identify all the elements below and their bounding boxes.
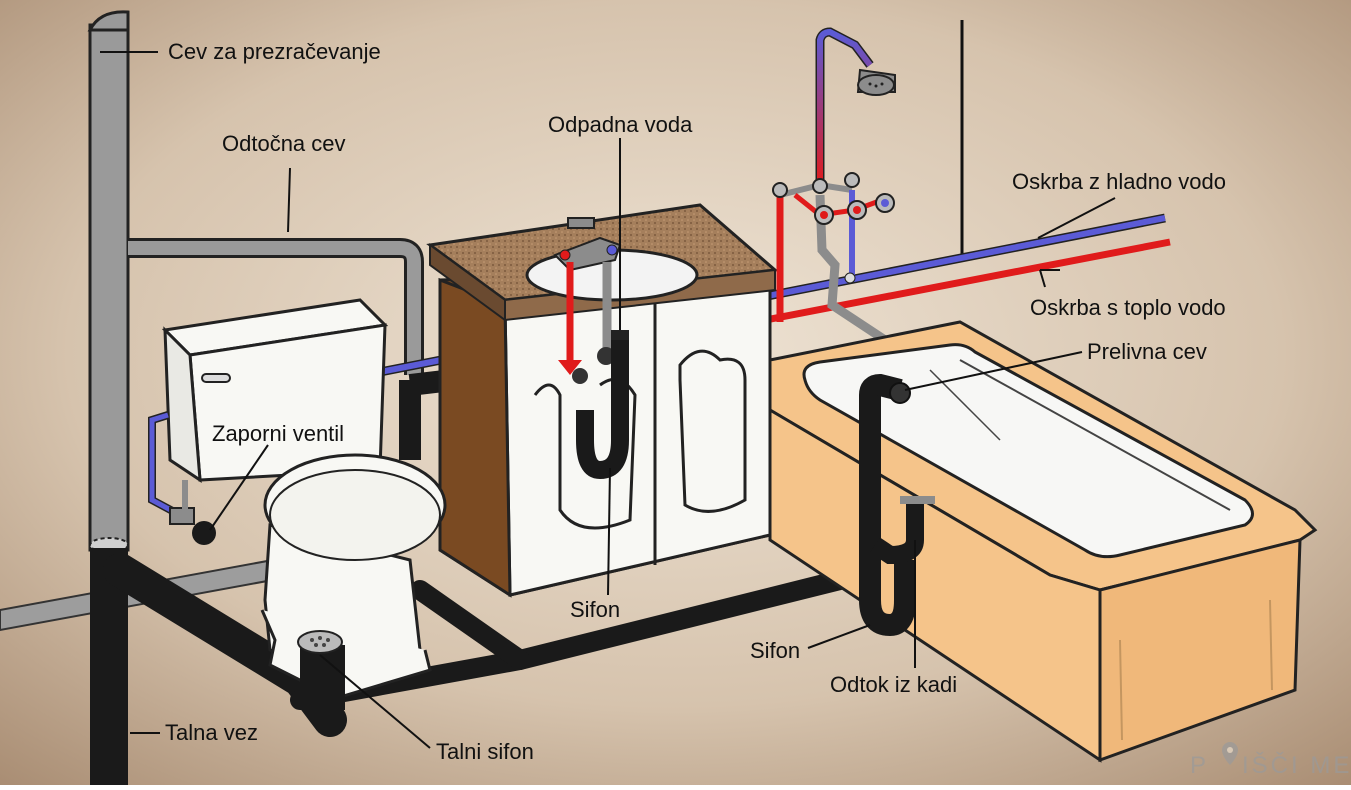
tub-trap: [859, 395, 916, 637]
shower-valve-bar: [779, 181, 853, 198]
bathtub: [768, 320, 1318, 763]
overflow-elbow: [859, 373, 903, 401]
overflow-cap: [889, 382, 911, 404]
watermark: P IŠČI ME: [1190, 742, 1351, 779]
shower-valve-handles: [772, 172, 895, 284]
label-overflow-pipe: Prelivna cev: [1087, 339, 1207, 364]
sink-valve-knob: [597, 347, 615, 365]
label-sink-trap: Sifon: [570, 597, 620, 622]
sink-hot-arrow: [558, 360, 582, 375]
toilet-supply-pipe: [149, 412, 182, 518]
floor-trap: [297, 630, 345, 710]
shower-head-icon: [856, 68, 896, 96]
drain-pipe: [128, 241, 421, 375]
tub-spout-pipe: [815, 194, 888, 344]
shower-assembly: [815, 27, 896, 185]
toilet: [161, 298, 447, 702]
sink-valve-knob-2: [572, 368, 588, 384]
label-floor-trap: Talni sifon: [436, 739, 534, 764]
watermark-text-left: P: [1190, 752, 1209, 779]
label-vent-pipe: Cev za prezračevanje: [168, 39, 381, 64]
sink-p-trap: [576, 340, 629, 480]
label-waste-water: Odpadna voda: [548, 112, 693, 137]
shutoff-valve-body: [169, 507, 195, 525]
label-hot-supply: Oskrba s toplo vodo: [1030, 295, 1226, 320]
leader-lines: [100, 51, 1116, 749]
label-tub-trap: Sifon: [750, 638, 800, 663]
label-cold-supply: Oskrba z hladno vodo: [1012, 169, 1226, 194]
watermark-text-right: IŠČI ME: [1242, 751, 1351, 779]
label-floor-connection: Talna vez: [165, 720, 258, 745]
shower-hot-cross: [793, 193, 883, 218]
label-tub-drain: Odtok iz kadi: [830, 672, 957, 697]
label-drain-pipe: Odtočna cev: [222, 131, 346, 156]
location-pin-icon: [1222, 742, 1238, 765]
vent-pipe: [87, 10, 130, 553]
label-shutoff-valve: Zaporni ventil: [212, 421, 344, 446]
shutoff-valve-knob: [192, 521, 216, 545]
